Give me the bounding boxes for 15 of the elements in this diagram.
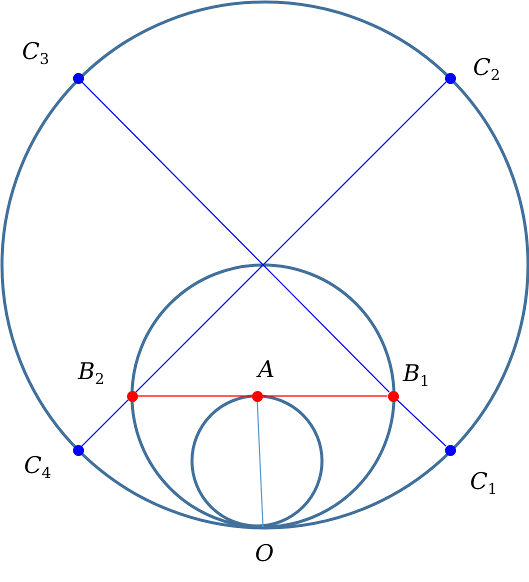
- point-label: C$_{4}$: [24, 452, 52, 480]
- point-label: A: [258, 356, 275, 384]
- point-label: C$_{1}$: [470, 468, 498, 496]
- line-segment: [396, 399, 446, 447]
- point-label: C$_{3}$: [22, 38, 50, 66]
- line-segment: [262, 395, 388, 397]
- point-label: O: [255, 540, 274, 568]
- point-label: B$_{1}$: [403, 360, 430, 388]
- point-label: C$_{2}$: [473, 54, 500, 82]
- line-segment: [81, 81, 390, 393]
- line-segment: [138, 395, 252, 397]
- line-segment: [135, 81, 447, 393]
- point-label: B$_{2}$: [78, 358, 104, 386]
- line-segment: [81, 399, 129, 447]
- line-segment: [256, 401, 264, 528]
